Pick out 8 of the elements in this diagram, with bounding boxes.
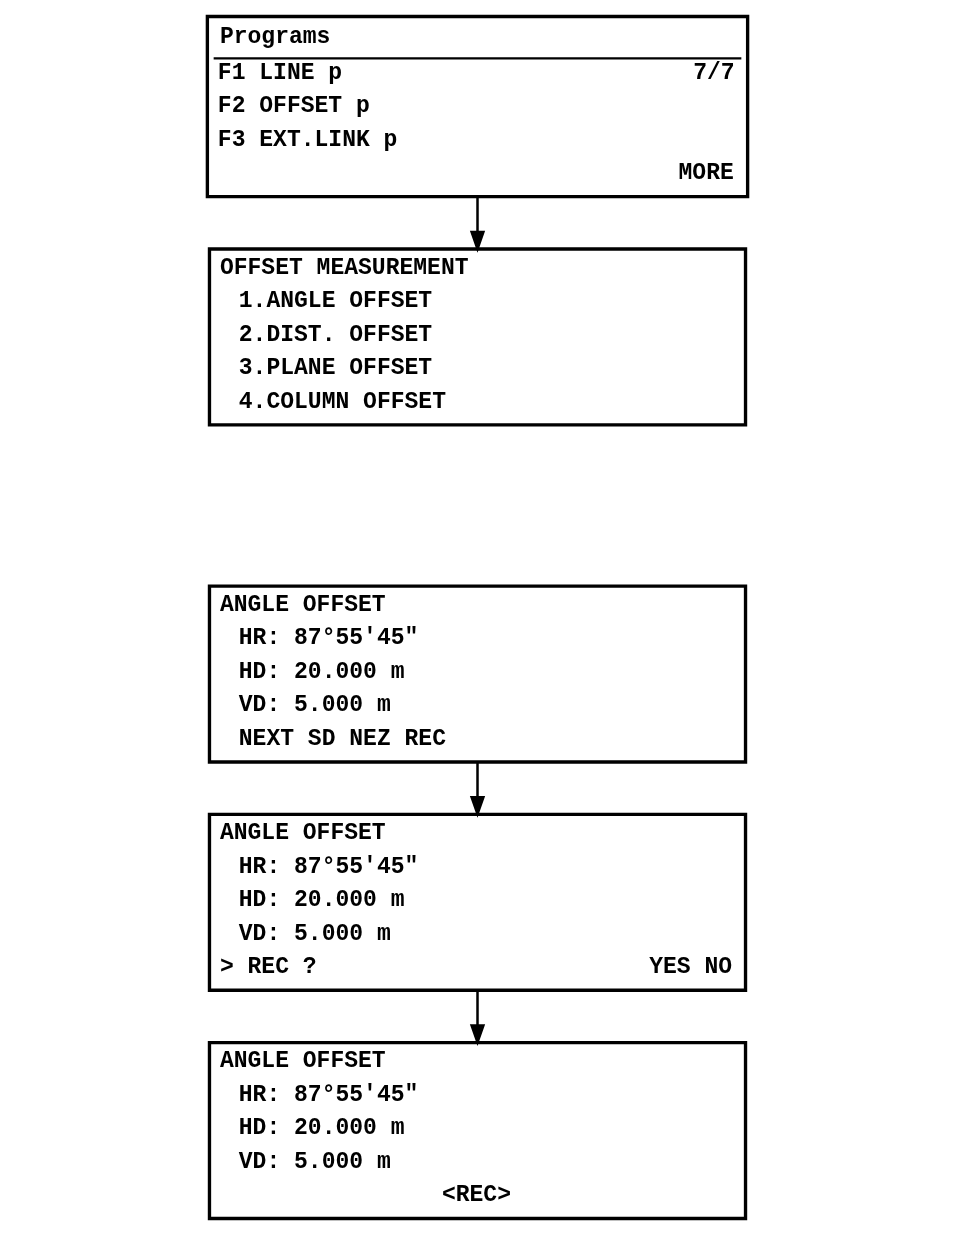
node-box: ANGLE OFFSET HR: 87°55'45" HD: 20.000 m VD: 5.000 m > REC ? YES NO: [207, 812, 747, 992]
node-box: ANGLE OFFSET HR: 87°55'45" HD: 20.000 m VD: 5.000 m NEXT SD NEZ REC: [207, 584, 747, 764]
arrow: [469, 990, 485, 1047]
node-box: OFFSET MEASUREMENT 1.ANGLE OFFSET 2.DIST. OFFSET 3.PLANE OFFSET 4.COLUMN OFFSET: [207, 247, 747, 427]
arrow: [469, 196, 485, 253]
node-box: ANGLE OFFSET HR: 87°55'45" HD: 20.000 m VD: 5.000 m <REC>: [207, 1040, 747, 1221]
node-box: Programs F1 LINE p 7/7 F2 OFFSET p F3 EXT.LINK p MORE: [205, 14, 749, 199]
arrow: [469, 762, 485, 818]
